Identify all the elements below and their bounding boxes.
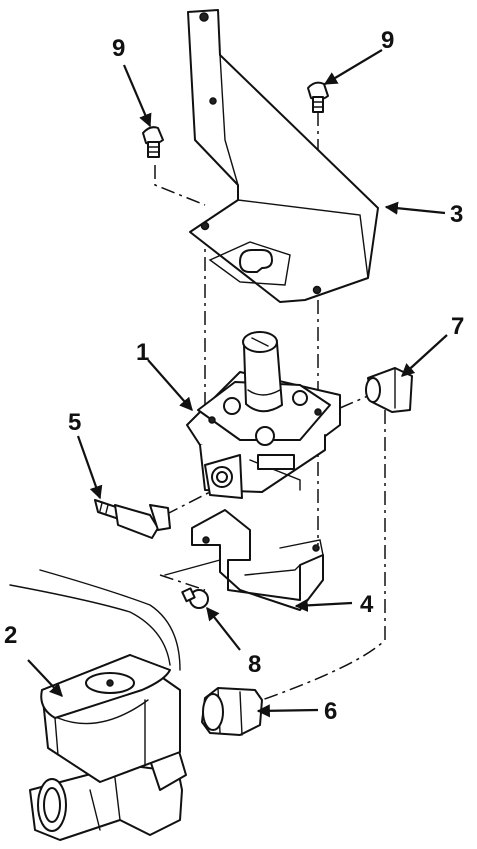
leader-6 xyxy=(258,710,318,711)
mounting-bracket xyxy=(188,10,378,302)
callout-3: 3 xyxy=(450,201,463,228)
gas-valve xyxy=(187,332,340,498)
callout-5: 5 xyxy=(68,409,81,436)
screw-right xyxy=(308,83,328,112)
elbow-fitting xyxy=(95,500,170,538)
solenoid-valve xyxy=(10,570,186,840)
small-screw xyxy=(182,588,208,608)
callout-9-left: 9 xyxy=(112,35,125,62)
callout-1: 1 xyxy=(136,339,149,366)
callout-7: 7 xyxy=(451,313,464,340)
callout-4: 4 xyxy=(360,591,374,618)
leader-1 xyxy=(148,360,192,410)
fitting-lower xyxy=(202,688,262,735)
screw-left xyxy=(143,127,163,157)
callout-6: 6 xyxy=(324,698,337,725)
leader-9b xyxy=(325,50,382,84)
leader-5 xyxy=(78,436,100,498)
leader-3 xyxy=(386,207,445,213)
leader-8 xyxy=(207,608,240,650)
callout-2: 2 xyxy=(4,622,17,649)
callout-8: 8 xyxy=(248,651,261,678)
callout-9-right: 9 xyxy=(381,27,394,54)
leader-7 xyxy=(402,335,447,376)
leader-9a xyxy=(124,65,150,126)
